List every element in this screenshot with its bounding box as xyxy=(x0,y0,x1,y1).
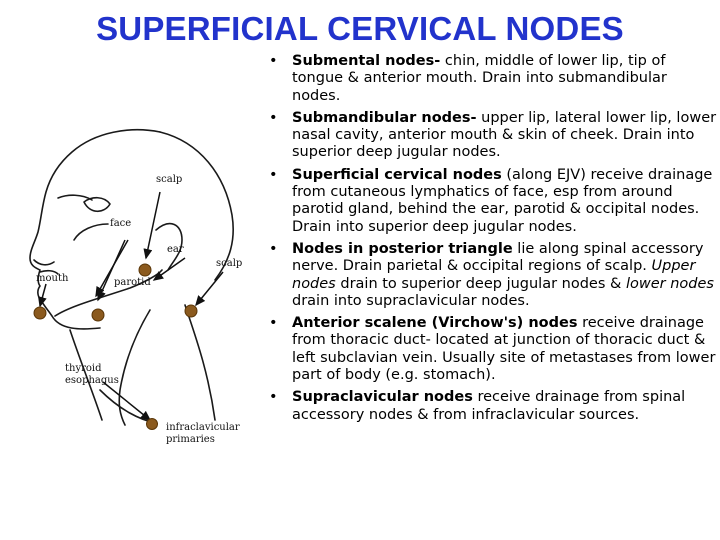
node-submandibular xyxy=(91,308,105,322)
label-parotid: parotid xyxy=(114,277,151,288)
node-submental xyxy=(33,306,47,320)
label-ear: ear xyxy=(167,244,184,255)
slide-title: SUPERFICIAL CERVICAL NODES xyxy=(96,10,624,47)
bullet-text: upper lip, lateral lower lip, lower nasa… xyxy=(292,109,717,161)
bullet-text: lie along spinal accessory nerve. Drain … xyxy=(292,240,704,275)
bullet-superficial-cervical: • Superficial cervical nodes (along EJV) … xyxy=(265,167,717,236)
bullet-italic-upper: Upper nodes xyxy=(292,258,696,292)
bullet-marker: • xyxy=(269,315,278,332)
bullet-supraclavicular: • Supraclavicular nodes receive drainage … xyxy=(265,389,717,424)
bullet-heading: Anterior scalene (Virchow's) nodes xyxy=(292,315,578,332)
back-of-head xyxy=(159,131,234,281)
nostril xyxy=(33,259,55,266)
bullet-list: • Submental nodes- chin, middle of lower … xyxy=(265,53,717,429)
bullet-posterior-triangle: • Nodes in posterior triangle lie along s… xyxy=(265,241,717,310)
bullet-text: (along EJV) receive drainage from cutane… xyxy=(292,166,713,235)
ear xyxy=(155,222,183,271)
label-scalp-top: scalp xyxy=(156,174,183,185)
bullet-submental: • Submental nodes- chin, middle of lower … xyxy=(265,53,717,105)
label-primaries: primaries xyxy=(166,434,215,445)
bullet-italic-lower: lower nodes xyxy=(625,275,714,292)
cheek-line xyxy=(73,223,109,241)
bullet-marker: • xyxy=(269,109,278,126)
bullet-heading: Superficial cervical nodes xyxy=(292,166,502,183)
bullet-heading: Nodes in posterior triangle xyxy=(292,240,513,257)
bullet-text: receive drainage from spinal accessory n… xyxy=(292,389,686,423)
label-esophagus: esophagus xyxy=(65,375,119,386)
lips xyxy=(39,269,59,275)
node-supraclavicular xyxy=(146,418,158,430)
bullet-text: chin, middle of lower lip, tip of tongue… xyxy=(292,53,667,104)
eye xyxy=(83,196,111,213)
label-thyroid: thyroid xyxy=(65,363,102,374)
node-posterior xyxy=(184,304,198,318)
bullet-marker: • xyxy=(269,389,278,406)
node-parotid xyxy=(138,263,152,277)
sternocleidomastoid xyxy=(118,309,151,426)
head-neck-diagram: scalp face ear scalp mouth parotid thyro… xyxy=(10,120,255,450)
bullet-heading: Submental nodes- xyxy=(292,53,441,69)
neck-front xyxy=(69,329,103,421)
bullet-heading: Supraclavicular nodes xyxy=(292,389,473,406)
label-mouth: mouth xyxy=(36,273,69,284)
neck-back xyxy=(184,304,216,421)
bullet-text: receive drainage from thoracic duct- loc… xyxy=(292,315,716,384)
label-face: face xyxy=(110,218,132,229)
bullet-virchow: • Anterior scalene (Virchow's) nodes rece… xyxy=(265,315,717,384)
bullet-text-2: drain to superior deep jugular nodes & xyxy=(335,275,626,292)
bullet-marker: • xyxy=(269,240,278,257)
bullet-marker: • xyxy=(269,166,278,183)
bullet-marker: • xyxy=(269,53,278,69)
bullet-submandibular: • Submandibular nodes- upper lip, lateral… xyxy=(265,110,717,162)
bullet-heading: Submandibular nodes- xyxy=(292,109,477,126)
label-scalp-right: scalp xyxy=(216,258,243,269)
label-infraclavicular: infraclavicular xyxy=(166,422,240,433)
head-outline-illustration xyxy=(29,129,234,430)
bullet-text-3: drain into supraclavicular nodes. xyxy=(292,292,530,309)
